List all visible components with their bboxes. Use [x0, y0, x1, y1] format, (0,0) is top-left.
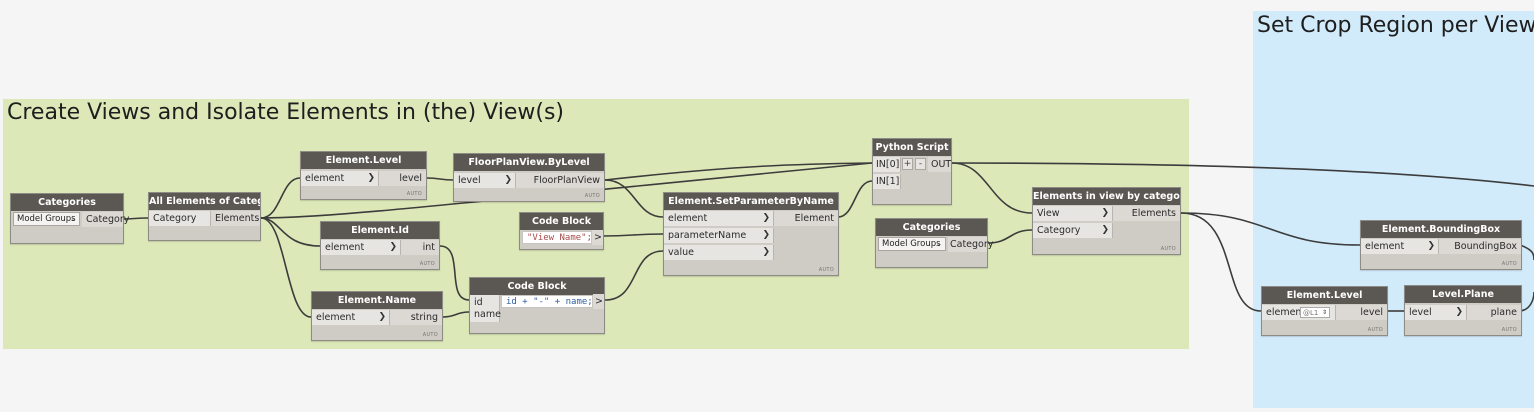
node-level-plane[interactable]: Level.Plane level❯ plane AUTO	[1404, 285, 1522, 336]
output-port[interactable]: >	[593, 294, 604, 309]
input-port-view[interactable]: View❯	[1033, 206, 1113, 221]
stepper-icon: ⇕	[1321, 309, 1327, 316]
node-title: Categories	[11, 194, 123, 211]
auto-lacing-label: AUTO	[1501, 261, 1517, 267]
category-dropdown[interactable]: Model Groups⌄	[878, 237, 946, 251]
node-title: Code Block	[470, 278, 604, 295]
output-port-boundingbox[interactable]: BoundingBox	[1439, 239, 1521, 254]
output-port-level[interactable]: level	[379, 171, 426, 186]
node-title: FloorPlanView.ByLevel	[454, 154, 604, 171]
node-categories[interactable]: Categories Model Groups⌄ Category	[875, 218, 994, 268]
output-port-elements[interactable]: Elements	[211, 211, 260, 226]
node-title: Element.Id	[321, 222, 439, 239]
chevron-right-icon: ❯	[367, 173, 375, 183]
input-port-element[interactable]: element❯	[1361, 239, 1439, 254]
input-port-element[interactable]: element❯	[664, 211, 774, 226]
node-title: Python Script	[873, 139, 951, 156]
output-port-plane[interactable]: plane	[1467, 305, 1521, 320]
node-title: Level.Plane	[1405, 286, 1521, 303]
remove-input-button[interactable]: -	[915, 158, 926, 170]
output-port-level[interactable]: level	[1336, 305, 1387, 320]
input-port-category[interactable]: Category❯	[1033, 223, 1113, 238]
input-port-in1[interactable]: IN[1]	[873, 174, 901, 189]
chevron-right-icon: ❯	[389, 242, 397, 252]
node-element-level[interactable]: Element.Level element❯ level AUTO	[300, 151, 427, 200]
output-port-string[interactable]: string	[390, 310, 442, 325]
node-title: Categories	[876, 219, 987, 236]
chevron-right-icon: ❯	[762, 230, 770, 240]
node-element-setparameterbyname[interactable]: Element.SetParameterByName element❯ para…	[663, 192, 839, 276]
input-port-in0[interactable]: IN[0]	[873, 157, 901, 172]
code-editor[interactable]: id + "-" + name;	[501, 295, 593, 308]
node-title: Element.Level	[1262, 287, 1387, 304]
auto-lacing-label: AUTO	[584, 193, 600, 199]
node-floorplanview-bylevel[interactable]: FloorPlanView.ByLevel level❯ FloorPlanVi…	[453, 153, 605, 202]
output-port[interactable]: >	[592, 230, 603, 245]
node-title: Code Block	[520, 213, 603, 230]
output-port-int[interactable]: int	[401, 240, 439, 255]
category-dropdown[interactable]: Model Groups⌄	[13, 212, 80, 226]
node-all-elements-of-category[interactable]: All Elements of Category Category Elemen…	[148, 192, 261, 241]
output-port-category[interactable]: Category	[948, 237, 994, 252]
input-port-level[interactable]: level❯	[454, 173, 516, 188]
auto-lacing-label: AUTO	[1160, 246, 1176, 252]
chevron-right-icon: ❯	[1101, 208, 1109, 218]
output-port-out[interactable]: OUT	[928, 157, 951, 172]
node-title: Element.BoundingBox	[1361, 221, 1521, 238]
chevron-right-icon: ❯	[504, 175, 512, 185]
output-port-elements[interactable]: Elements	[1113, 206, 1180, 221]
input-port-level[interactable]: level❯	[1405, 305, 1467, 320]
code-editor[interactable]: "View Name";	[522, 231, 592, 244]
node-python-script[interactable]: Python Script IN[0] + - IN[1] OUT	[872, 138, 952, 205]
node-title: Element.Name	[312, 292, 442, 309]
node-element-id[interactable]: Element.Id element❯ int AUTO	[320, 221, 440, 270]
group-title: Create Views and Isolate Elements in (th…	[7, 100, 564, 125]
chevron-right-icon: ❯	[378, 312, 386, 322]
input-port-category[interactable]: Category	[149, 211, 211, 226]
input-port-name[interactable]: name	[470, 307, 501, 322]
auto-lacing-label: AUTO	[1367, 327, 1383, 333]
chevron-down-icon: ⌄	[936, 240, 942, 248]
auto-lacing-label: AUTO	[422, 332, 438, 338]
output-port-floorplanview[interactable]: FloorPlanView	[516, 173, 604, 188]
auto-lacing-label: AUTO	[406, 191, 422, 197]
chevron-right-icon: ❯	[1101, 225, 1109, 235]
chevron-right-icon: ❯	[762, 213, 770, 223]
node-categories[interactable]: Categories Model Groups⌄ Category	[10, 193, 129, 244]
input-port-id[interactable]: id	[470, 295, 500, 310]
input-port-element[interactable]: element❯	[321, 240, 401, 255]
chevron-right-icon: ❯	[1455, 307, 1463, 317]
node-code-block[interactable]: Code Block "View Name"; >	[519, 212, 604, 250]
node-element-level[interactable]: Element.Level element @L1⇕ level AUTO	[1261, 286, 1388, 336]
node-code-block[interactable]: Code Block id name id + "-" + name; >	[469, 277, 605, 334]
node-title: Element.SetParameterByName	[664, 193, 838, 210]
node-title: Element.Level	[301, 152, 426, 169]
group-crop-region[interactable]: Set Crop Region per View	[1253, 11, 1534, 408]
auto-lacing-label: AUTO	[818, 267, 834, 273]
input-port-value[interactable]: value❯	[664, 245, 774, 260]
chevron-right-icon: ❯	[1427, 241, 1435, 251]
input-port-element[interactable]: element❯	[301, 171, 379, 186]
add-input-button[interactable]: +	[902, 158, 913, 170]
auto-lacing-label: AUTO	[1501, 327, 1517, 333]
node-element-name[interactable]: Element.Name element❯ string AUTO	[311, 291, 443, 341]
output-port-category[interactable]: Category	[82, 212, 129, 227]
node-title: All Elements of Category	[149, 193, 260, 210]
wire	[1180, 212, 1262, 312]
node-title: Elements in view by category	[1033, 188, 1180, 205]
output-port-element[interactable]: Element	[774, 211, 838, 226]
input-port-element[interactable]: element❯	[312, 310, 390, 325]
chevron-right-icon: ❯	[762, 247, 770, 257]
node-elements-in-view-by-category[interactable]: Elements in view by category View❯ Categ…	[1032, 187, 1181, 255]
level-value-input[interactable]: @L1⇕	[1300, 307, 1330, 318]
node-element-boundingbox[interactable]: Element.BoundingBox element❯ BoundingBox…	[1360, 220, 1522, 270]
input-port-parametername[interactable]: parameterName❯	[664, 228, 774, 243]
group-title: Set Crop Region per View	[1257, 13, 1534, 38]
chevron-down-icon: ⌄	[70, 215, 76, 223]
auto-lacing-label: AUTO	[419, 261, 435, 267]
